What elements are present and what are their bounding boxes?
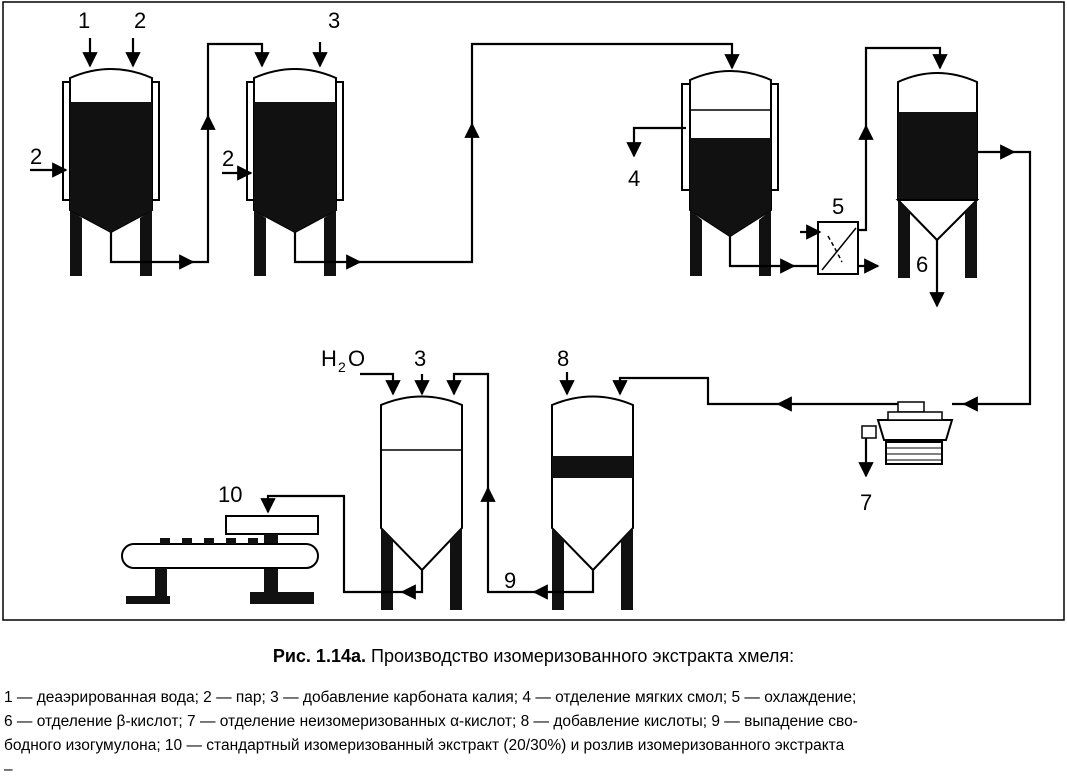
vessel-2 [246, 68, 344, 276]
diagram-labels: 1 2 2 2 3 4 5 6 7 H 2 O 3 8 9 10 [30, 8, 928, 593]
process-diagram: 1 2 2 2 3 4 5 6 7 H 2 O 3 8 9 10 [2, 1, 1065, 621]
label-4: 4 [628, 166, 640, 191]
label-10: 10 [218, 482, 242, 507]
label-7: 7 [860, 490, 872, 515]
cooler-5 [817, 221, 859, 275]
label-1: 1 [78, 8, 90, 33]
vessel-3 [681, 70, 779, 276]
legend-line-1: 1 — деаэрированная вода; 2 — пар; 3 — до… [4, 689, 857, 706]
label-2-mid: 2 [222, 146, 234, 171]
vessel-dilution [380, 395, 463, 610]
legend-line-2: 6 — отделение β-кислот; 7 — отделение не… [4, 713, 858, 730]
figure-caption: Рис. 1.14а. Производство изомеризованног… [0, 646, 1067, 667]
label-8: 8 [557, 346, 569, 371]
vessel-8 [551, 395, 634, 610]
vessel-6 [895, 72, 980, 278]
legend-line-3: бодного изогумулона; 10 — стандартный из… [4, 737, 845, 754]
caption-prefix: Рис. 1.14а. [272, 646, 366, 666]
label-h2o-sub: 2 [338, 359, 346, 375]
label-2-left: 2 [30, 144, 42, 169]
pipes [30, 38, 1032, 600]
label-6: 6 [916, 252, 928, 277]
centrifuge-7 [861, 401, 954, 465]
label-h2o-o: O [348, 346, 365, 371]
diagram-frame [2, 1, 1065, 621]
vessel-1 [62, 68, 160, 276]
caption-text: Производство изомеризованного экстракта … [371, 646, 795, 666]
label-h2o-h: H [321, 346, 337, 371]
label-3-bottom: 3 [414, 346, 426, 371]
label-2-top: 2 [134, 8, 146, 33]
filling-station-10 [121, 515, 319, 604]
label-3-top: 3 [328, 8, 340, 33]
label-5: 5 [832, 194, 844, 219]
label-9: 9 [504, 568, 516, 593]
figure-legend: 1 — деаэрированная вода; 2 — пар; 3 — до… [4, 686, 1064, 782]
legend-line-4: – [4, 761, 13, 778]
